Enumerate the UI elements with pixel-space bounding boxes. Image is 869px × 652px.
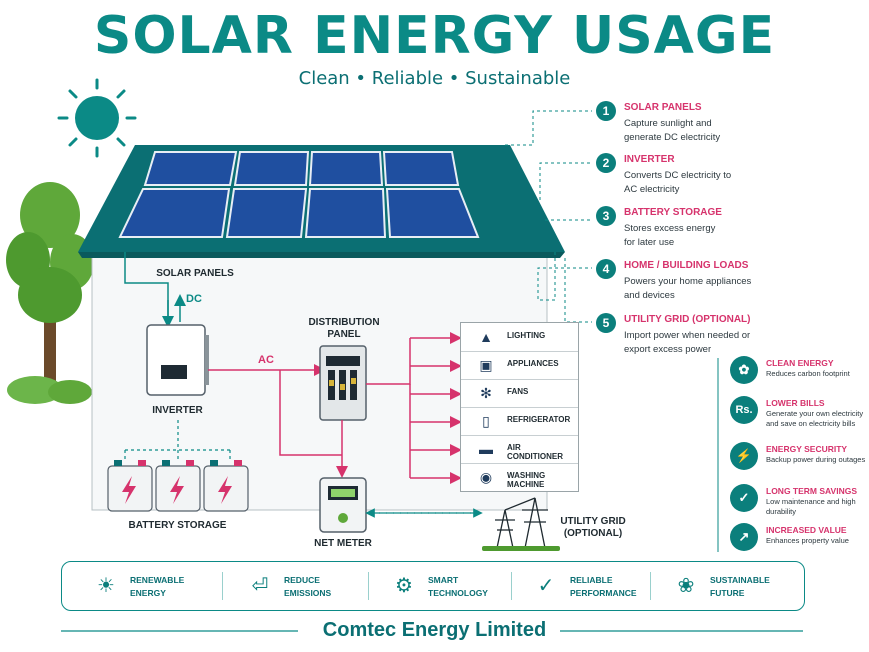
feature-item: ✓ RELIABLE PERFORMANCE [532,562,672,610]
benefit-item: ⚡ ENERGY SECURITY Backup power during ou… [730,442,866,478]
battery-bank [107,460,249,512]
ac-label: AC [258,354,274,366]
step-number: 1 [596,101,616,121]
hand-plant-icon: ❀ [677,575,695,597]
utility-pylon-icon [495,497,548,549]
feature-item: ☀ RENEWABLE ENERGY [92,562,222,610]
step-desc: Converts DC electricity to AC electricit… [624,170,732,195]
feature-label: RENEWABLE ENERGY [130,575,185,598]
solar-panels-label: SOLAR PANELS [156,268,234,279]
net-meter-box [319,477,367,533]
page-subtitle: Clean • Reliable • Sustainable [298,68,571,89]
benefit-desc: Generate your own electricity and save o… [766,409,864,428]
list-item: ▲ LIGHTING [461,323,578,352]
step-desc: Capture sunlight and generate DC electri… [624,118,721,143]
load-label: WASHING MACHINE [507,471,546,489]
step-number: 4 [596,259,616,279]
fan-icon: ✻ [480,385,492,401]
step-title: SOLAR PANELS [624,102,702,113]
page-title: SOLAR ENERGY USAGE [93,6,776,66]
benefit-item: ✓ LONG TERM SAVINGS Low maintenance and … [730,484,866,520]
list-item: ▬ AIR CONDITIONER [461,435,578,464]
step-title: UTILITY GRID (OPTIONAL) [624,314,751,325]
feature-label: SMART TECHNOLOGY [428,575,488,598]
sun-icon [57,78,137,158]
feature-bar: ☀ RENEWABLE ENERGY ⏎ REDUCE EMISSIONS ⚙ … [61,561,805,611]
load-label: APPLIANCES [507,359,559,368]
gear-icon: ⚙ [395,575,413,597]
loads-list: ▲ LIGHTING ▣ APPLIANCES ✻ FANS ▯ REFRIGE… [460,322,579,492]
washer-icon: ◉ [479,469,493,485]
step-desc: Import power when needed or export exces… [624,330,751,355]
lamp-icon: ▲ [479,329,493,345]
shield-check-icon: ✓ [537,575,555,597]
company-name: Comtec Energy Limited [322,619,547,641]
inverter-unit [146,324,209,396]
list-item: ▣ APPLIANCES [461,351,578,380]
benefit-title: LOWER BILLS [766,398,825,408]
step-title: BATTERY STORAGE [624,207,722,218]
benefit-desc: Backup power during outages [766,455,866,464]
solar-panel-array [118,151,480,238]
list-item: ▯ REFRIGERATOR [461,407,578,436]
step-item: 1 SOLAR PANELS Capture sunlight and gene… [596,101,866,151]
benefit-desc: Enhances property value [766,536,849,545]
tree-icon [6,182,94,404]
list-item: ✻ FANS [461,379,578,408]
divider [511,572,512,600]
dc-label: DC [186,293,202,305]
plug-leaf-icon: ⏎ [251,575,269,597]
load-label: AIR CONDITIONER [507,443,563,461]
feature-item: ❀ SUSTAINABLE FUTURE [672,562,802,610]
list-item: ◉ WASHING MACHINE [461,463,578,491]
feature-label: RELIABLE PERFORMANCE [570,575,637,598]
step-number: 2 [596,153,616,173]
feature-label: SUSTAINABLE FUTURE [710,575,770,598]
step-item: 5 UTILITY GRID (OPTIONAL) Import power w… [596,313,866,363]
divider [222,572,223,600]
feature-item: ⚙ SMART TECHNOLOGY [390,562,520,610]
benefit-desc: Reduces carbon footprint [766,369,850,378]
tv-icon: ▣ [479,357,493,373]
utility-grid-label: UTILITY GRID (OPTIONAL) [560,516,626,539]
leaf-icon: ✿ [730,356,758,384]
battery-storage-label: BATTERY STORAGE [128,520,227,531]
growth-chart-icon: ↗ [730,523,758,551]
step-desc: Powers your home appliances and devices [624,276,752,301]
step-item: 2 INVERTER Converts DC electricity to AC… [596,153,866,203]
feature-label: REDUCE EMISSIONS [284,575,332,598]
ac-unit-icon: ▬ [479,441,493,457]
divider [368,572,369,600]
step-title: INVERTER [624,154,675,165]
step-item: 3 BATTERY STORAGE Stores excess energy f… [596,206,866,256]
benefit-item: ↗ INCREASED VALUE Enhances property valu… [730,523,866,559]
battery-icon: ⚡ [730,442,758,470]
inverter-label: INVERTER [152,405,203,416]
benefit-title: INCREASED VALUE [766,525,847,535]
sun-icon: ☀ [97,575,115,597]
load-label: FANS [507,387,529,396]
load-label: REFRIGERATOR [507,415,571,424]
step-title: HOME / BUILDING LOADS [624,260,749,271]
benefit-title: ENERGY SECURITY [766,444,848,454]
benefit-item: Rs. LOWER BILLS Generate your own electr… [730,396,866,436]
step-item: 4 HOME / BUILDING LOADS Powers your home… [596,259,866,309]
benefit-desc: Low maintenance and high durability [766,497,856,516]
benefit-title: LONG TERM SAVINGS [766,486,857,496]
rupee-icon: Rs. [730,396,758,424]
distribution-panel-box [319,345,367,421]
load-label: LIGHTING [507,331,546,340]
benefit-title: CLEAN ENERGY [766,358,834,368]
fridge-icon: ▯ [482,413,490,429]
divider [650,572,651,600]
feature-item: ⏎ REDUCE EMISSIONS [246,562,376,610]
distribution-panel-label: DISTRIBUTION PANEL [308,317,380,340]
benefit-item: ✿ CLEAN ENERGY Reduces carbon footprint [730,356,866,392]
step-number: 5 [596,313,616,333]
step-number: 3 [596,206,616,226]
net-meter-label: NET METER [314,538,372,549]
step-desc: Stores excess energy for later use [624,223,716,248]
shield-check-icon: ✓ [730,484,758,512]
